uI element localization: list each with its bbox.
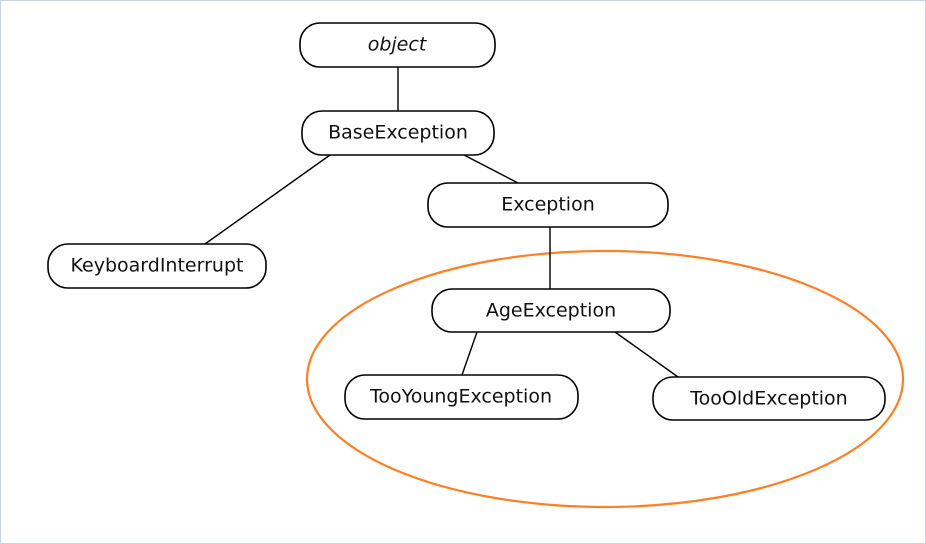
- node-exception-label: Exception: [501, 194, 595, 216]
- edge-baseexception-keyboardinterrupt: [204, 154, 331, 245]
- node-keyboardinterrupt: KeyboardInterrupt: [47, 243, 267, 289]
- node-baseexception-label: BaseException: [328, 122, 468, 144]
- node-object: object: [299, 22, 496, 68]
- node-object-label: object: [368, 34, 428, 56]
- node-keyboardinterrupt-label: KeyboardInterrupt: [71, 255, 244, 277]
- node-baseexception: BaseException: [301, 110, 495, 156]
- node-tooyoungexception: TooYoungException: [344, 374, 579, 420]
- edge-ageexception-tooyoungexception: [461, 331, 478, 376]
- custom-exceptions-highlight: [305, 249, 905, 509]
- edge-baseexception-exception: [463, 154, 519, 184]
- edge-ageexception-toooldexception: [614, 331, 679, 378]
- node-toooldexception: TooOldException: [652, 376, 886, 421]
- node-tooyoungexception-label: TooYoungException: [369, 386, 552, 408]
- node-ageexception-label: AgeException: [486, 300, 616, 322]
- node-toooldexception-label: TooOldException: [689, 388, 847, 410]
- node-ageexception: AgeException: [431, 288, 671, 333]
- node-exception: Exception: [427, 182, 669, 228]
